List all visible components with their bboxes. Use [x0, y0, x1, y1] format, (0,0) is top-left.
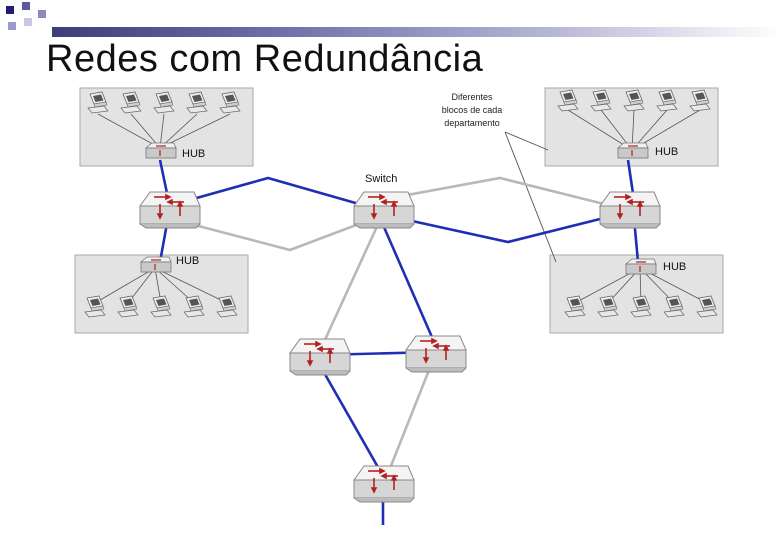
- switch-icon: [353, 191, 415, 229]
- switch-icon: [353, 465, 415, 503]
- switch-icon: [405, 335, 467, 373]
- switch-icon: [139, 191, 201, 229]
- hub-label: HUB: [176, 255, 199, 267]
- switch-label: Switch: [365, 173, 397, 185]
- switch-icon: [289, 338, 351, 376]
- callout-line-1: Diferentes: [451, 92, 493, 102]
- callout-text: Diferentes blocos de cada departamento: [442, 92, 503, 128]
- hub-label: HUB: [182, 148, 205, 160]
- slide-title: Redes com Redundância: [46, 38, 484, 80]
- callout-line-2: blocos de cada: [442, 105, 503, 115]
- hub-label: HUB: [655, 146, 678, 158]
- switch-icon: [599, 191, 661, 229]
- department-block-bottom-left: [74, 254, 249, 334]
- hub-icon: [140, 256, 172, 273]
- title-rule: [52, 27, 780, 37]
- hub-label: HUB: [663, 261, 686, 273]
- hub-icon: [617, 142, 649, 159]
- hub-icon: [625, 258, 657, 275]
- callout-line-3: departamento: [444, 118, 500, 128]
- callout-lines: [504, 131, 557, 263]
- hub-icon: [145, 142, 177, 159]
- gray-links: [167, 176, 629, 487]
